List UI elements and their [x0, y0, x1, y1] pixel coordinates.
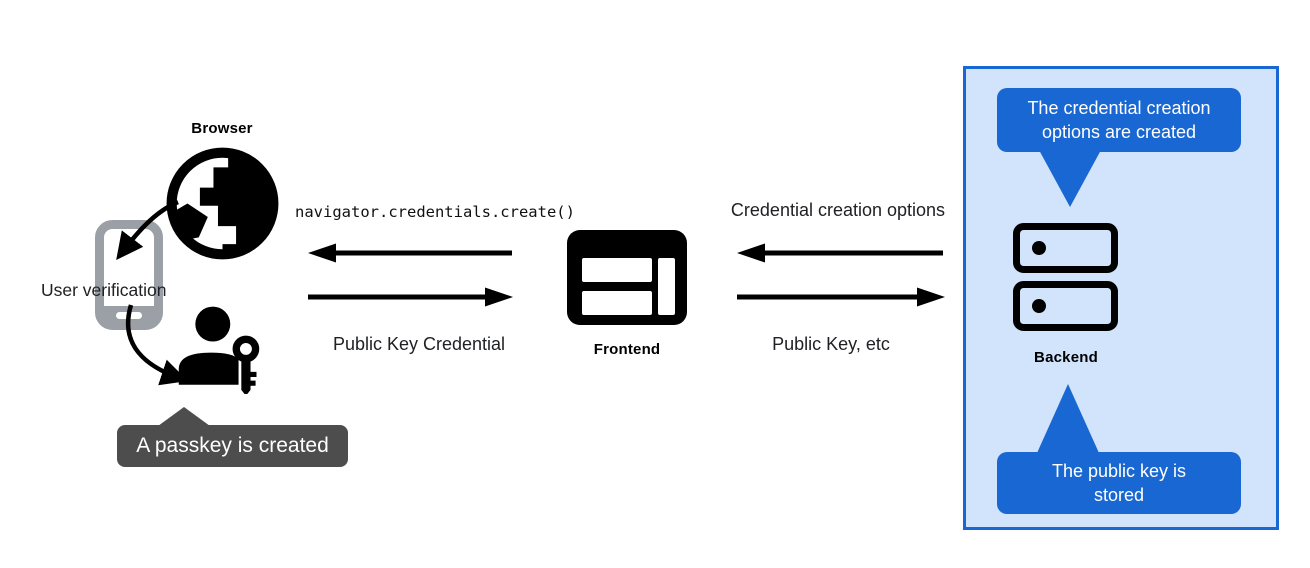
tooltip-pointer: [158, 407, 210, 426]
arrow-browser-to-frontend: [308, 287, 513, 307]
user-verification-label: User verification: [41, 280, 167, 300]
public-key-credential-label: Public Key Credential: [332, 334, 506, 354]
passkey-tooltip: A passkey is created: [117, 425, 348, 467]
browser-window-icon: [567, 230, 687, 325]
browser-label: Browser: [191, 120, 253, 137]
bubble-top-pointer: [1039, 150, 1101, 207]
public-key-etc-label: Public Key, etc: [772, 334, 890, 354]
backend-bubble-bottom-text: The public key is stored: [1051, 461, 1187, 505]
person-with-key-icon: [178, 306, 260, 394]
create-call-label: navigator.credentials.create(): [295, 203, 575, 221]
arrow-backend-to-frontend: [737, 243, 943, 263]
globe-icon: [166, 147, 279, 260]
backend-bubble-top: The credential creation options are crea…: [997, 88, 1241, 152]
smartphone-icon: [95, 220, 163, 330]
server-stack-icon: [1013, 223, 1118, 331]
bubble-bottom-pointer: [1037, 384, 1099, 453]
backend-label: Backend: [1034, 349, 1098, 366]
backend-bubble-bottom: The public key is stored: [997, 452, 1241, 514]
frontend-label: Frontend: [593, 341, 661, 358]
arrow-frontend-to-browser: [308, 243, 512, 263]
credential-creation-options-label: Credential creation options: [730, 200, 946, 220]
arrow-frontend-to-backend: [737, 287, 945, 307]
